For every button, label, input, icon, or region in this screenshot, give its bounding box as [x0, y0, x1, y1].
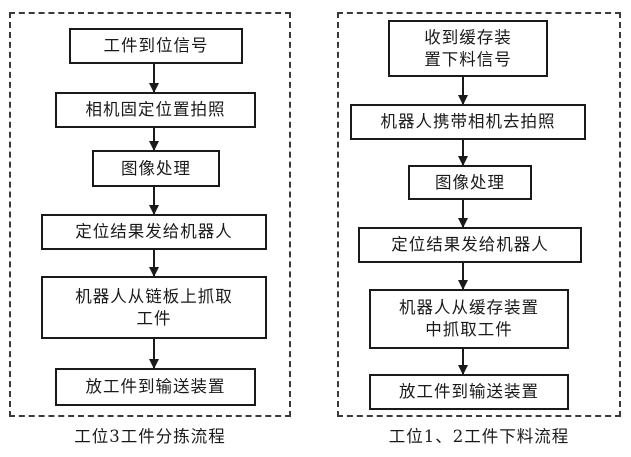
right-arrow-3 — [458, 200, 468, 228]
left-step-1: 工件到位信号 — [69, 28, 243, 64]
right-flow-caption: 工位1、2工件下料流程 — [388, 427, 570, 446]
left-flow-caption: 工位3工件分拣流程 — [74, 427, 226, 446]
right-step-4: 定位结果发给机器人 — [358, 227, 582, 263]
left-step-6: 放工件到输送装置 — [55, 368, 256, 406]
left-arrow-4 — [149, 250, 159, 277]
right-step-6: 放工件到输送装置 — [369, 374, 569, 410]
left-step-3: 图像处理 — [92, 150, 220, 187]
left-arrow-3 — [149, 187, 159, 215]
left-step-2: 相机固定位置拍照 — [55, 92, 256, 128]
left-arrow-5 — [149, 339, 159, 369]
right-arrow-5 — [458, 349, 468, 375]
right-step-3: 图像处理 — [408, 165, 532, 200]
right-step-1: 收到缓存装 置下料信号 — [388, 20, 548, 77]
left-arrow-2 — [149, 128, 159, 151]
right-arrow-4 — [458, 263, 468, 290]
right-flow-panel — [337, 12, 621, 417]
right-step-5: 机器人从缓存装置 中抓取工件 — [369, 289, 569, 349]
left-flow-panel — [9, 12, 291, 417]
right-arrow-1 — [458, 77, 468, 105]
right-step-2: 机器人携带相机去拍照 — [350, 104, 586, 140]
right-arrow-2 — [458, 140, 468, 166]
left-arrow-1 — [149, 64, 159, 93]
left-step-5: 机器人从链板上抓取 工件 — [41, 276, 267, 339]
left-step-4: 定位结果发给机器人 — [41, 214, 267, 250]
